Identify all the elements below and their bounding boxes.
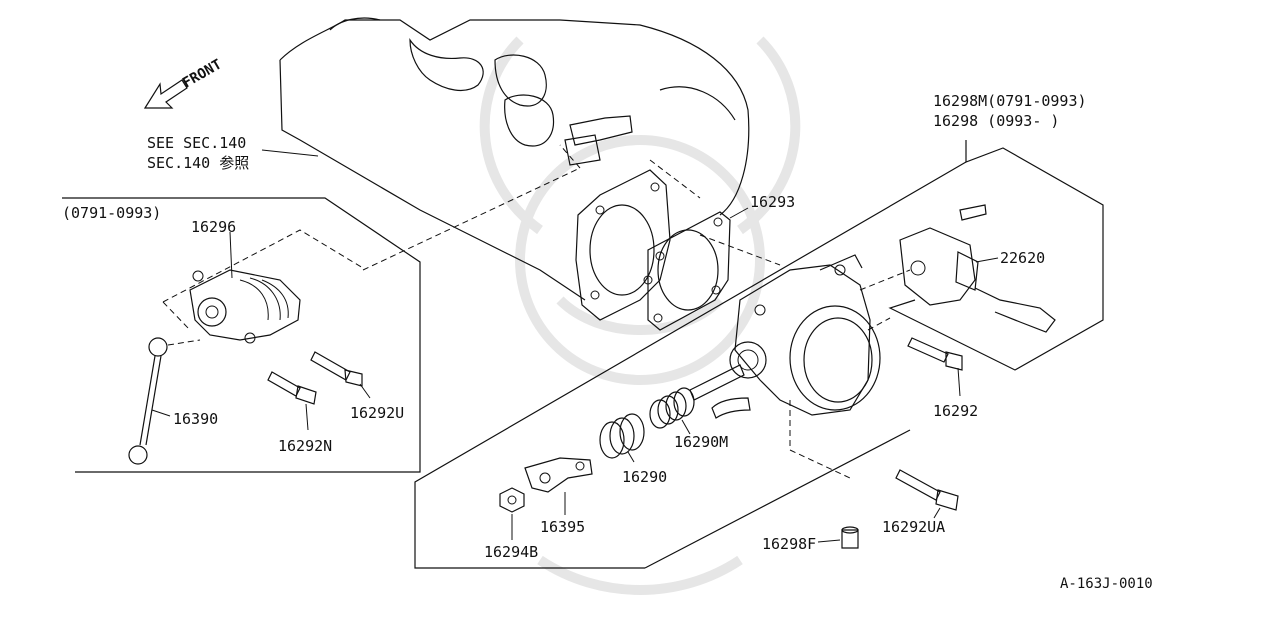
label-16298F[interactable]: 16298F xyxy=(762,535,816,553)
label-16292UA[interactable]: 16292UA xyxy=(882,518,945,536)
label-16395[interactable]: 16395 xyxy=(540,518,585,536)
inset-range-label: (0791-0993) xyxy=(62,204,161,222)
main-box-header-line2: 16298 (0993- ) xyxy=(933,112,1059,130)
label-16293[interactable]: 16293 xyxy=(750,193,795,211)
front-arrow-icon xyxy=(143,79,188,109)
inset-box xyxy=(62,197,421,473)
front-label: FRONT xyxy=(180,57,225,92)
bolt-16292UA-drawing xyxy=(895,469,959,511)
label-16296[interactable]: 16296 xyxy=(191,218,236,236)
throttle-flange-drawing xyxy=(575,169,671,321)
nut-16294B-drawing xyxy=(499,487,525,513)
throttle-body-drawing xyxy=(689,254,881,419)
label-16390[interactable]: 16390 xyxy=(173,410,218,428)
see-sec-line2: SEC.140 参照 xyxy=(147,154,249,172)
bolt-16292U-drawing xyxy=(310,351,363,387)
idle-valve-drawing xyxy=(162,229,364,344)
cap-16298F-drawing xyxy=(841,526,859,549)
diagram-code: A-163J-0010 xyxy=(1060,576,1153,592)
bolt-16292N-drawing xyxy=(267,371,317,405)
bracket-16395-drawing xyxy=(524,457,593,493)
gasket-16293-drawing xyxy=(647,211,731,331)
label-16290M[interactable]: 16290M xyxy=(674,433,728,451)
label-16294B[interactable]: 16294B xyxy=(484,543,538,561)
main-parts-box xyxy=(414,140,1104,569)
label-16292N[interactable]: 16292N xyxy=(278,437,332,455)
main-box-header-line1: 16298M(0791-0993) xyxy=(933,92,1087,110)
throttle-sensor-drawing xyxy=(899,204,1056,333)
bolt-16292-drawing xyxy=(907,337,963,371)
label-22620[interactable]: 22620 xyxy=(1000,249,1045,267)
intake-manifold-drawing xyxy=(279,17,750,301)
see-sec-line1: SEE SEC.140 xyxy=(147,134,246,152)
label-16290[interactable]: 16290 xyxy=(622,468,667,486)
spring-16290M-drawing xyxy=(649,387,695,429)
link-rod-drawing xyxy=(128,337,201,465)
label-16292[interactable]: 16292 xyxy=(933,402,978,420)
label-16292U[interactable]: 16292U xyxy=(350,404,404,422)
spring-16290-drawing xyxy=(599,413,645,459)
